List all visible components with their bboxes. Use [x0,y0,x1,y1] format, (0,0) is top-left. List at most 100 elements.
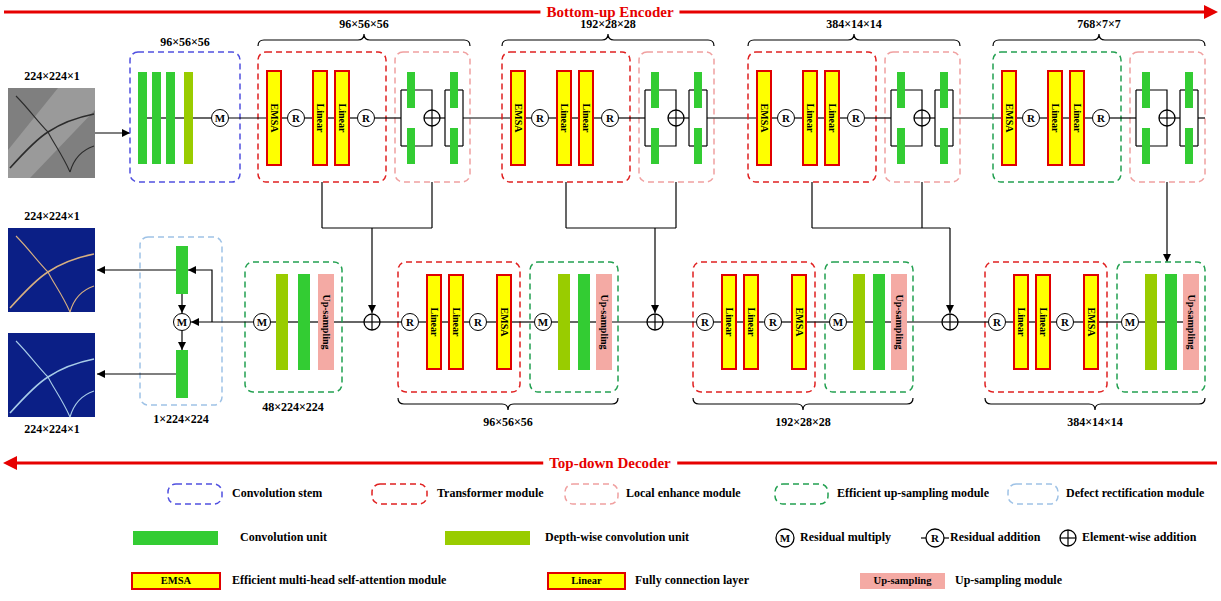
connector-line [1099,321,1121,322]
depthwise-convolution-unit [276,274,288,370]
wire-line [444,90,445,146]
wire-line [1135,90,1136,146]
node-text: Up-sampling [1186,294,1196,349]
layer-bar: Linear [1069,70,1085,166]
legend-symbol-text: R [931,533,939,544]
operator-circle: R [469,313,487,331]
element-wise-add-symbol [668,110,684,126]
output-image [8,333,95,417]
node-text: Linear [429,308,439,337]
operator-circle: R [988,313,1006,331]
efficient-upsampling-module-box [245,262,342,392]
wire-line [907,321,942,322]
depthwise-convolution-unit [558,274,570,370]
node-text: R [1027,113,1035,124]
dimension-brace [693,398,913,410]
wire-line [890,90,891,146]
input-image [70,146,94,172]
wire-line [193,117,211,118]
output-image [48,377,70,417]
operator-circle: R [287,109,305,127]
node-text: M [833,317,843,328]
input-image [8,88,95,178]
wire-line [375,117,401,118]
connector-line [1006,321,1013,322]
layer-bar: Linear [743,274,759,370]
convolution-unit [298,274,310,370]
node-text: R [1097,113,1105,124]
wire-line [948,145,953,146]
wire-line [175,117,184,118]
wire-line [161,117,166,118]
node-text: Linear [1016,308,1026,337]
convolution-unit [694,128,702,164]
wire-line [570,321,578,322]
input-image [10,114,94,168]
legend-sample [775,484,828,504]
depthwise-convolution-unit [184,72,193,164]
node-text: Linear [724,308,734,337]
output-arrow [97,269,176,270]
node-text: Linear [1038,308,1048,337]
legend-text: Convolution stem [232,487,322,500]
convolution-unit [651,128,659,164]
node-text: Linear [1072,104,1082,133]
legend-symbol-text: EMSA [161,576,191,587]
convolution-unit [940,128,948,164]
wire-line [891,89,897,90]
convolution-unit [940,72,948,108]
upsampling-bar: Up-sampling [318,274,334,370]
element-wise-add-symbol [914,110,930,126]
legend-sample [372,484,427,504]
wire-line [921,182,922,228]
legend-text: Residual multiply [800,531,891,544]
encoder-arrow [1204,5,1218,19]
legend-symbol-text: Up-sampling [874,576,932,587]
transformer-module-box [258,52,386,182]
node-text: Linear [337,104,347,133]
dimension-label: 224×224×1 [24,210,80,223]
node-text: Up-sampling [599,294,609,349]
wire-line [905,90,922,110]
dimension-label: 224×224×1 [24,423,80,436]
layer-bar: EMSA [510,70,526,166]
wire-line [458,89,463,90]
local-enhance-module-box [395,52,470,182]
node-text: M [257,317,267,328]
node-text: EMSA [1004,104,1014,133]
connector-line [714,321,721,322]
dimension-label: 384×14×14 [826,18,882,31]
operator-circle: R [1056,313,1074,331]
wire-line [675,182,676,228]
wire-line [401,145,407,146]
node-text: R [536,113,544,124]
convolution-unit [176,350,188,398]
element-wise-add-symbol [371,314,372,330]
wire-line [565,182,566,228]
wire-line [935,89,940,90]
wire-line [812,227,950,228]
wire-line [431,182,432,228]
output-image [16,236,48,272]
wire-line [463,117,510,118]
convolution-unit [651,72,659,108]
wire-line [702,145,707,146]
wire-line [1198,117,1205,118]
wire-line [953,117,1001,118]
node-text: R [701,317,709,328]
wire-line [310,321,318,322]
node-text: Linear [746,308,756,337]
operator-circle: M [829,313,847,331]
connector-line [782,321,791,322]
wire-line [147,117,152,118]
dimension-label: 384×14×14 [1067,416,1123,429]
convolution-unit [897,128,905,164]
dimension-brace [502,34,714,46]
legend-symbol-text: M [780,533,790,544]
transformer-module-box [748,52,876,182]
element-wise-add-symbol [364,314,380,330]
wire-line [1150,90,1167,110]
output-arrow [97,373,176,374]
node-text: M [215,113,225,124]
legend-symbol-text: Linear [571,576,601,587]
